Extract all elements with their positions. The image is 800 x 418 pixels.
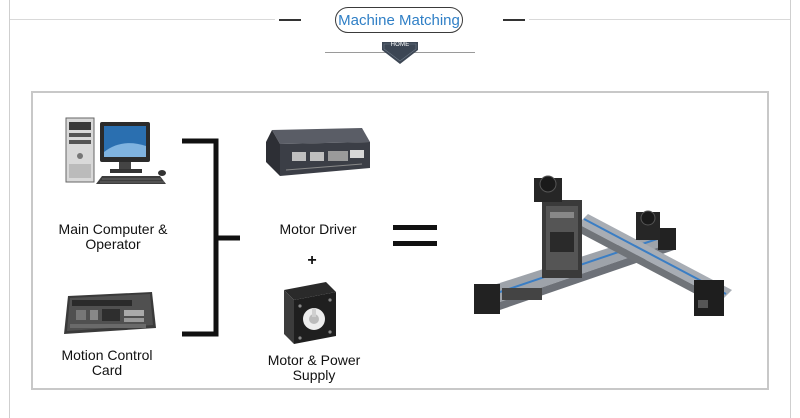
home-badge-label: HOME bbox=[390, 42, 410, 48]
xy-linear-stage-icon bbox=[474, 175, 732, 316]
control-card-label: Motion Control Card bbox=[61, 347, 153, 378]
header-rule-right bbox=[503, 19, 525, 21]
page-border-left bbox=[9, 0, 10, 418]
section-title-text: Machine Matching bbox=[338, 11, 460, 29]
grouping-bracket bbox=[182, 138, 240, 337]
stepper-motor-icon bbox=[284, 282, 336, 344]
header-rule-left bbox=[279, 19, 301, 21]
section-title: Machine Matching bbox=[335, 7, 463, 33]
header-line-left bbox=[10, 19, 275, 20]
page-border-right bbox=[790, 0, 791, 418]
desktop-computer-icon bbox=[65, 117, 166, 184]
plus-sign: + bbox=[307, 252, 317, 269]
motor-label: Motor & Power Supply bbox=[267, 352, 361, 383]
motor-driver-box-icon bbox=[266, 128, 370, 176]
equals-sign-icon bbox=[393, 225, 437, 246]
header-line-right bbox=[529, 19, 790, 20]
computer-label: Main Computer & Operator bbox=[58, 221, 168, 252]
circuit-board-icon bbox=[64, 292, 156, 334]
home-badge-icon bbox=[382, 42, 418, 64]
driver-label: Motor Driver bbox=[279, 221, 357, 237]
